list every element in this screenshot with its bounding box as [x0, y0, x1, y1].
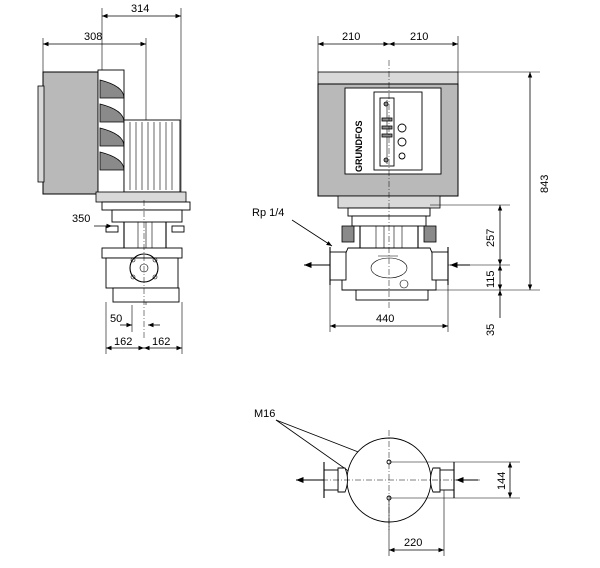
dim-162-left-label: 162: [114, 336, 132, 348]
plan-view: M16 144: [254, 408, 520, 556]
dim-144-label: 144: [496, 472, 508, 490]
front-motor-head: GRUNDFOS: [317, 71, 459, 217]
vent-label: Rp 1/4: [252, 207, 284, 219]
dim-162-162: 162 162: [105, 302, 183, 354]
front-view: 210 210 GRUNDFOS: [252, 31, 551, 336]
side-motor-head: [37, 69, 191, 211]
side-coupling: [105, 209, 185, 248]
dim-35-label: 35: [485, 324, 497, 336]
dim-843-label: 843: [539, 175, 551, 193]
dim-440-label: 440: [376, 313, 394, 325]
dim-257-label: 257: [485, 229, 497, 247]
dim-115-label: 115: [485, 270, 497, 288]
indicator-light: [398, 152, 406, 160]
indicator-light: [397, 123, 407, 133]
dim-350-label: 350: [72, 213, 90, 225]
dim-144: 144: [389, 461, 520, 499]
dim-162-right-label: 162: [152, 336, 170, 348]
dim-50: 50: [110, 305, 160, 332]
dim-vertical-right: 843 257 115 35: [430, 71, 551, 336]
indicator-light: [397, 137, 407, 147]
dim-314-label: 314: [131, 3, 149, 15]
dim-50-label: 50: [110, 313, 122, 325]
dim-314: 314: [101, 3, 182, 210]
bolt-label: M16: [254, 408, 275, 420]
dim-210-210: 210 210: [317, 31, 459, 72]
dim-350: 350: [72, 213, 112, 229]
front-coupling: [341, 215, 437, 248]
dim-440: 440: [329, 285, 449, 332]
side-pump-housing: [101, 247, 183, 303]
dim-210-right-label: 210: [410, 31, 428, 43]
dim-220: 220: [388, 490, 445, 556]
side-view: 314 308: [37, 3, 191, 354]
dim-220-label: 220: [404, 537, 422, 549]
vent-callout: Rp 1/4: [252, 207, 333, 247]
dim-210-left-label: 210: [342, 31, 360, 43]
brand-text: GRUNDFOS: [354, 121, 364, 173]
dim-308-label: 308: [84, 31, 102, 43]
